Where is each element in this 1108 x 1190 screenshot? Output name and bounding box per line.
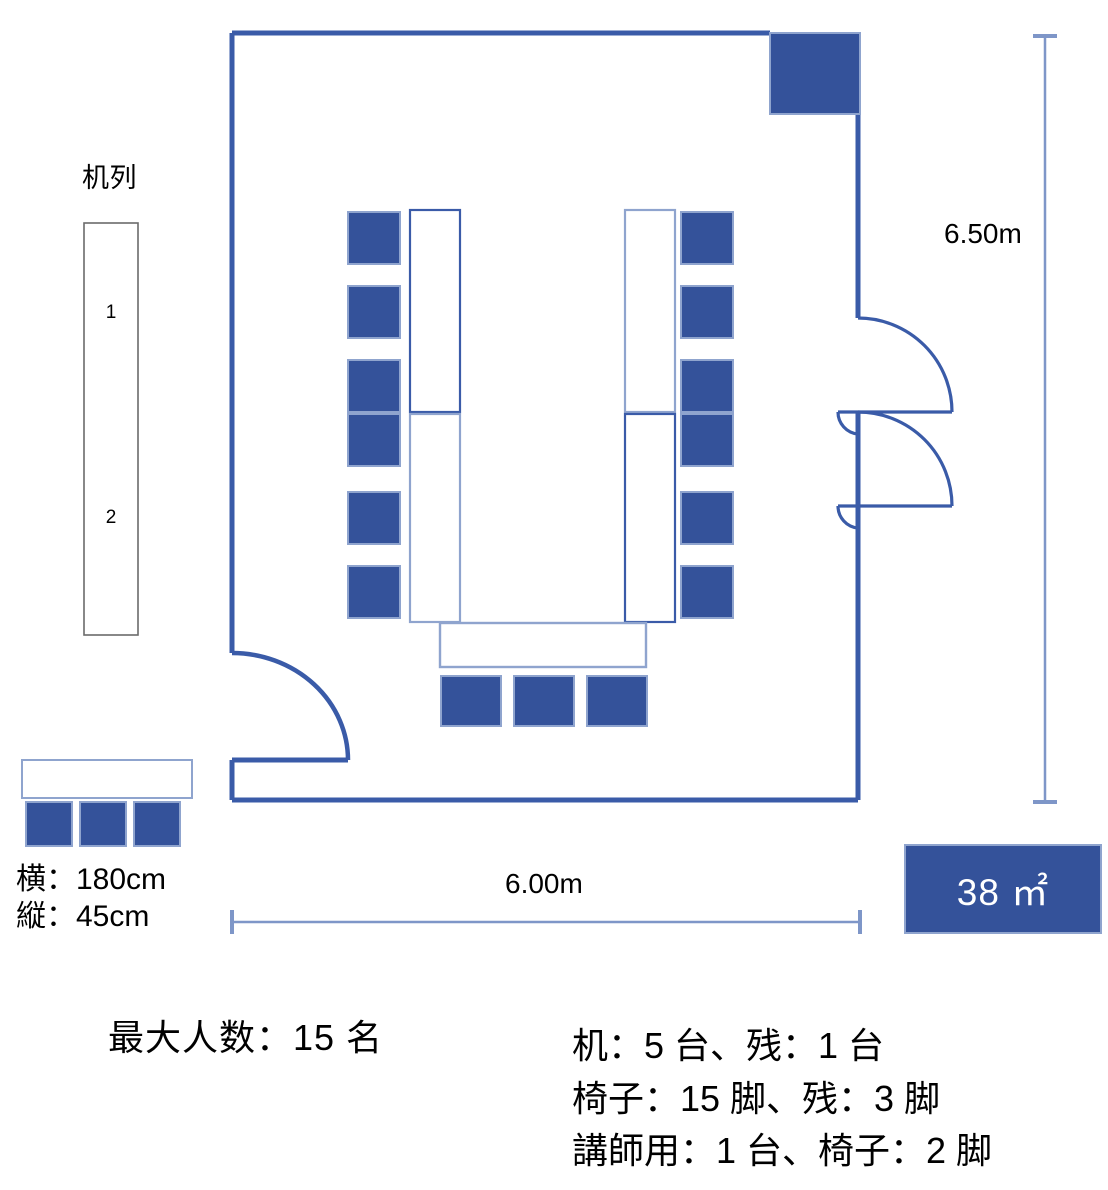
legend-desk-width: 横：180cm bbox=[16, 863, 167, 896]
chair bbox=[680, 413, 734, 467]
legend-desk-sample bbox=[21, 759, 193, 847]
area-badge bbox=[904, 844, 1102, 934]
door-right-upper bbox=[836, 316, 954, 436]
builtin-block bbox=[769, 32, 861, 115]
instructor-count-label: 講師用：1 台、椅子：2 脚 bbox=[572, 1130, 993, 1172]
desk-right-lower bbox=[623, 412, 677, 624]
legend-row-column bbox=[83, 222, 139, 636]
legend-row-number-2: 2 bbox=[105, 507, 117, 528]
desk-left-upper bbox=[408, 208, 462, 414]
desk-instructor bbox=[438, 621, 648, 669]
chair-column-right bbox=[680, 211, 734, 619]
chair bbox=[680, 565, 734, 619]
legend-row-number-1: 1 bbox=[105, 302, 117, 323]
chair bbox=[347, 359, 401, 413]
legend-desk-depth: 縦：45cm bbox=[16, 899, 150, 933]
desk-count-label: 机：5 台、残：1 台 bbox=[572, 1025, 885, 1066]
desk-right-upper bbox=[623, 208, 677, 414]
room-walls bbox=[229, 30, 861, 803]
chair bbox=[680, 491, 734, 545]
chair-count-label: 椅子：15 脚、残：3 脚 bbox=[572, 1077, 941, 1119]
area-badge-label: 38 ㎡ bbox=[956, 872, 1050, 913]
chair bbox=[347, 285, 401, 339]
legend-title: 机列 bbox=[82, 163, 137, 193]
desk-left-lower bbox=[408, 412, 462, 624]
chair bbox=[347, 491, 401, 545]
chair bbox=[347, 211, 401, 265]
chair bbox=[347, 413, 401, 467]
dimension-line-horizontal bbox=[230, 910, 862, 934]
door-right-lower bbox=[836, 410, 954, 530]
dimension-label-horizontal: 6.00m bbox=[505, 868, 583, 899]
legend-desk-size: 横：180cm 縦：45cm bbox=[16, 862, 166, 935]
chair bbox=[586, 675, 648, 727]
dimension-line-vertical bbox=[1033, 34, 1057, 804]
chair-row-bottom bbox=[440, 675, 648, 727]
chair bbox=[347, 565, 401, 619]
dimension-label-vertical: 6.50m bbox=[944, 218, 1022, 249]
chair-column-left bbox=[347, 211, 401, 619]
chair bbox=[680, 359, 734, 413]
chair bbox=[680, 211, 734, 265]
door-left-lower bbox=[231, 650, 351, 761]
desk-group-right bbox=[623, 208, 677, 624]
furniture-summary: 机：5 台、残：1 台 椅子：15 脚、残：3 脚 講師用：1 台、椅子：2 脚 bbox=[572, 1020, 992, 1178]
chair bbox=[440, 675, 502, 727]
capacity-label: 最大人数：15 名 bbox=[108, 1017, 384, 1058]
desk-group-left bbox=[408, 208, 462, 624]
chair bbox=[680, 285, 734, 339]
chair bbox=[513, 675, 575, 727]
